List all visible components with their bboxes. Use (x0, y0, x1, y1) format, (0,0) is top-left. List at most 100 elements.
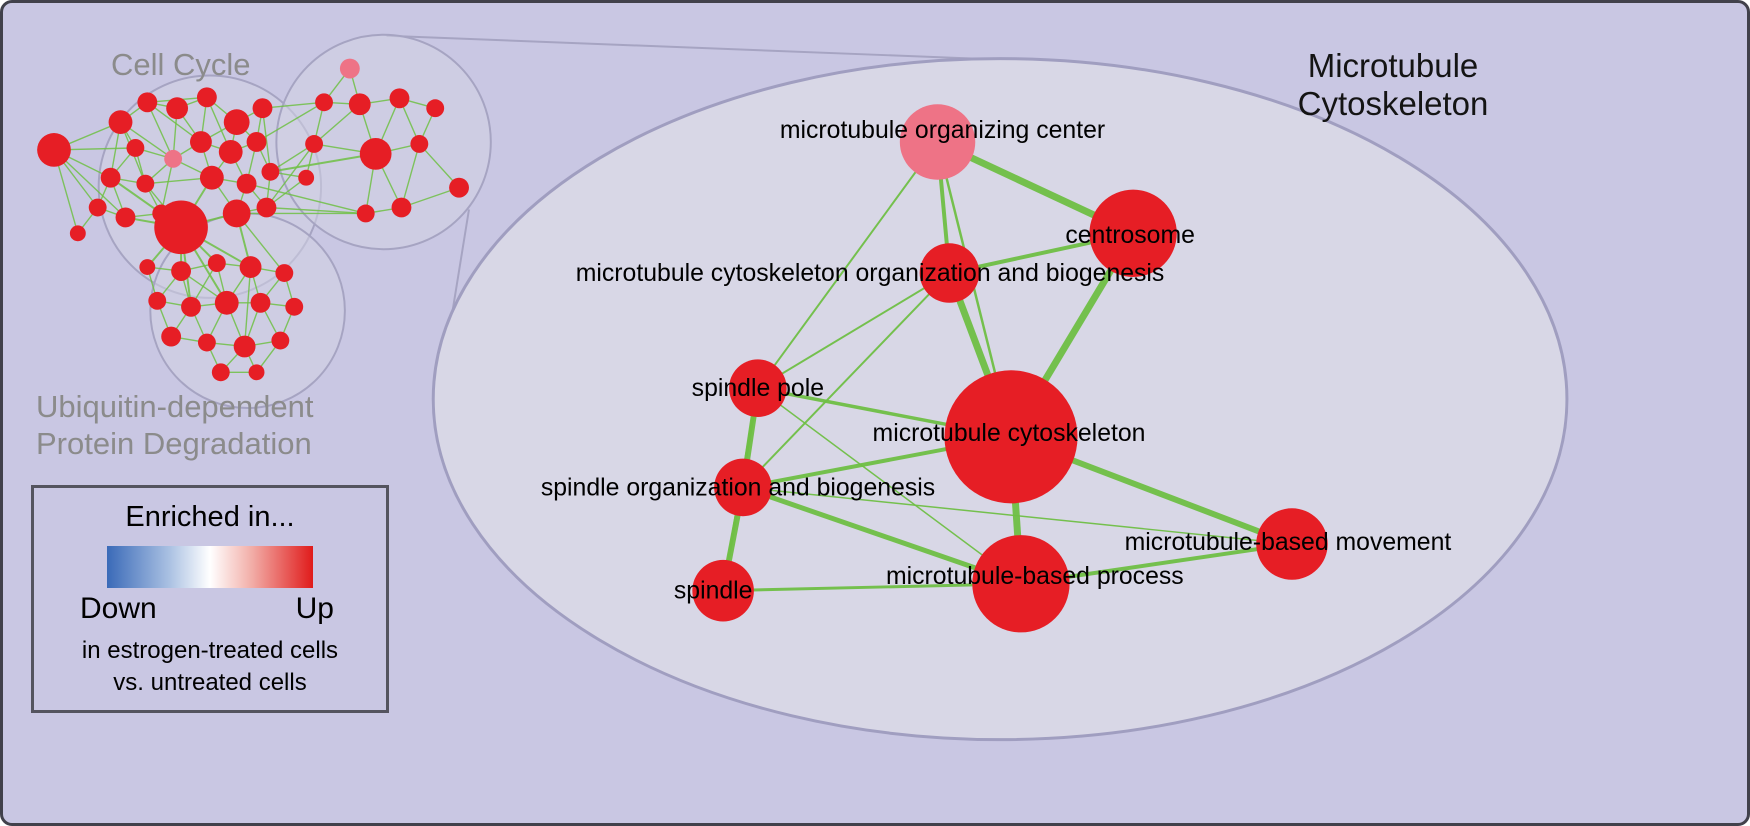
overview-edge (265, 143, 315, 208)
overview-node-37[interactable] (207, 254, 226, 273)
overview-node-21[interactable] (222, 199, 251, 228)
zoom-cluster-title-line1: Microtubule (1307, 47, 1479, 84)
overview-node-25[interactable] (315, 93, 333, 112)
overview-node-35[interactable] (298, 169, 315, 186)
overview-node-38[interactable] (239, 256, 262, 278)
overview-edge (262, 101, 325, 109)
edge-moc-spindle_pole (757, 141, 939, 389)
zoom-connector-line (386, 34, 1001, 61)
legend-up-label: Up (295, 592, 334, 625)
overview-node-32[interactable] (449, 177, 469, 198)
overview-node-20[interactable] (154, 200, 208, 255)
overview-node-10[interactable] (218, 139, 243, 164)
cluster-label-cell-cycle: Cell Cycle (111, 47, 251, 82)
zoom-cluster-title-line2: Cytoskeleton (1297, 85, 1489, 123)
overview-node-33[interactable] (356, 204, 375, 223)
overview-node-4[interactable] (196, 87, 217, 108)
overview-node-39[interactable] (275, 264, 294, 282)
cluster-label-ubiquitin-line2: Protein Degradation (36, 425, 312, 461)
overview-node-34[interactable] (391, 197, 412, 218)
zoom-cluster-title: Microtubule Cytoskeleton (1248, 47, 1538, 124)
node-spindle[interactable] (692, 559, 754, 622)
overview-node-13[interactable] (136, 174, 155, 193)
node-label-spindle: spindle (674, 578, 753, 605)
overview-node-19[interactable] (261, 162, 280, 181)
overview-edge (400, 143, 421, 208)
node-mbp[interactable] (972, 535, 1070, 633)
overview-node-8[interactable] (164, 149, 183, 168)
overview-edge (243, 267, 252, 347)
overview-node-36[interactable] (171, 261, 192, 281)
legend-down-label: Down (80, 592, 157, 625)
overview-edge (261, 108, 272, 172)
overview-node-51[interactable] (139, 259, 156, 276)
legend-caption: in estrogen-treated cells vs. untreated … (34, 635, 386, 698)
overview-node-41[interactable] (181, 296, 201, 317)
node-label-mc: microtubule cytoskeleton (873, 420, 1146, 447)
overview-node-12[interactable] (100, 167, 121, 188)
node-centrosome[interactable] (1089, 189, 1177, 277)
overview-node-14[interactable] (199, 165, 224, 190)
node-sob[interactable] (714, 458, 772, 517)
node-label-mbm: microtubule-based movement (1125, 529, 1452, 556)
node-spindle_pole[interactable] (729, 359, 787, 417)
node-mc[interactable] (944, 370, 1078, 504)
overview-edge (270, 152, 376, 173)
overview-node-22[interactable] (256, 197, 277, 218)
node-label-sob: spindle organization and biogenesis (541, 474, 935, 501)
overview-node-29[interactable] (305, 135, 324, 153)
legend-box: Enriched in... Down Up in estrogen-treat… (31, 485, 389, 713)
overview-node-11[interactable] (246, 132, 267, 152)
overview-node-28[interactable] (426, 99, 445, 118)
overview-edge (146, 101, 202, 143)
overview-node-31[interactable] (410, 135, 429, 153)
overview-node-17[interactable] (115, 207, 136, 228)
overview-node-48[interactable] (271, 331, 290, 350)
overview-node-46[interactable] (197, 333, 216, 352)
overview-node-3[interactable] (166, 97, 189, 120)
edge-sob-mbp (742, 485, 1022, 587)
overview-node-15[interactable] (236, 173, 257, 194)
cluster-label-ubiquitin-line1: Ubiquitin-dependent (36, 389, 314, 424)
overview-node-43[interactable] (250, 292, 271, 313)
overview-node-44[interactable] (285, 297, 304, 316)
overview-node-9[interactable] (190, 131, 212, 153)
overview-node-45[interactable] (161, 326, 182, 347)
edge-mcob-sob (742, 272, 951, 489)
overview-edge (160, 158, 174, 214)
edge-spindle_pole-mbp (757, 387, 1022, 585)
overview-node-24[interactable] (339, 58, 360, 79)
overview-edge (401, 186, 460, 209)
overview-node-0[interactable] (37, 133, 71, 167)
overview-node-7[interactable] (126, 139, 145, 157)
overview-node-1[interactable] (108, 110, 133, 135)
overview-node-30[interactable] (359, 138, 392, 170)
overview-node-5[interactable] (223, 109, 250, 136)
edge-mcob-spindle_pole (757, 272, 950, 390)
node-mbm[interactable] (1256, 508, 1328, 580)
overview-node-49[interactable] (211, 363, 230, 382)
overview-node-42[interactable] (214, 290, 239, 315)
node-label-moc: microtubule organizing center (780, 117, 1105, 144)
node-moc[interactable] (899, 104, 976, 180)
node-label-spindle_pole: spindle pole (692, 375, 824, 402)
overview-node-2[interactable] (137, 92, 158, 113)
overview-node-23[interactable] (69, 225, 86, 242)
overview-node-27[interactable] (389, 88, 410, 109)
legend-title: Enriched in... (125, 501, 295, 533)
node-label-mbp: microtubule-based process (886, 563, 1184, 590)
overview-edge (256, 101, 325, 143)
overview-node-6[interactable] (252, 98, 273, 119)
overview-node-26[interactable] (348, 93, 371, 116)
overview-node-16[interactable] (88, 198, 107, 217)
node-mcob[interactable] (919, 243, 980, 303)
legend-scale-labels: Down Up (34, 592, 386, 626)
overview-edge (266, 206, 366, 215)
overview-node-50[interactable] (248, 364, 265, 381)
overview-edge (146, 101, 174, 160)
overview-node-47[interactable] (233, 335, 256, 358)
overview-node-40[interactable] (148, 291, 167, 310)
legend-caption-line2: vs. untreated cells (113, 668, 307, 696)
node-label-mcob: microtubule cytoskeleton organization an… (576, 260, 1165, 287)
